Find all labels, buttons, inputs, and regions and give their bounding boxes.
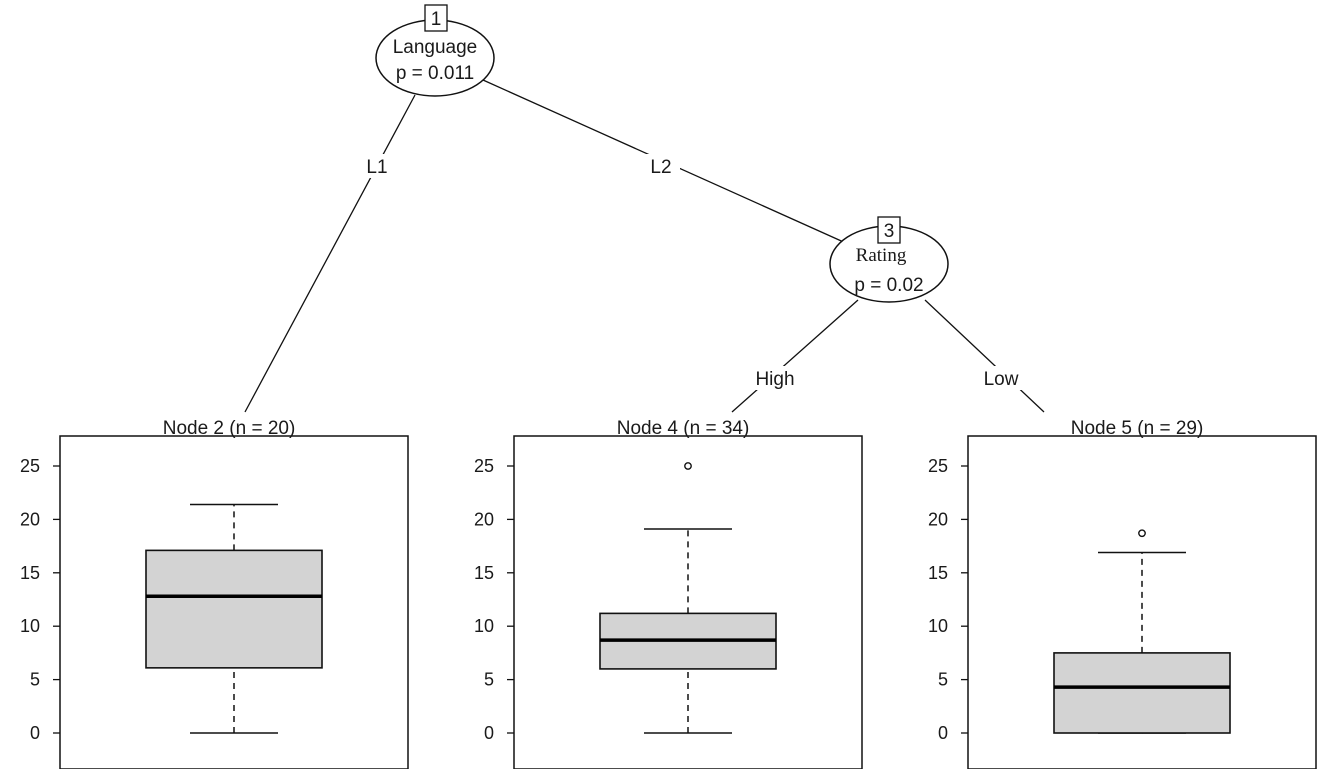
tree-edges xyxy=(244,79,1045,413)
outlier-point xyxy=(1138,529,1146,538)
edge-label-low: Low xyxy=(977,366,1025,390)
edge-label-text: L2 xyxy=(650,157,671,178)
edge-label-text: High xyxy=(755,369,794,390)
y-tick-label: 15 xyxy=(928,563,948,583)
y-tick-label: 5 xyxy=(484,670,494,690)
node-p-value: p = 0.02 xyxy=(854,275,923,296)
y-tick-label: 20 xyxy=(474,509,494,529)
node-id: 1 xyxy=(431,9,442,30)
node-id-box xyxy=(424,4,448,32)
y-tick-label: 5 xyxy=(938,670,948,690)
y-tick-label: 20 xyxy=(20,509,40,529)
edge-label-text: L1 xyxy=(366,157,387,178)
terminal-node-4-panel: Node 4 (n = 34) 0 5 10 15 20 25 xyxy=(474,418,863,769)
outlier-point xyxy=(684,462,692,470)
y-tick-label: 10 xyxy=(474,616,494,636)
inner-node-3: 3 Rating p = 0.02 xyxy=(829,216,949,303)
box-iqr xyxy=(145,549,323,669)
panel-frame xyxy=(967,435,1317,769)
edge-label-high: High xyxy=(749,366,801,390)
panel-title: Node 4 (n = 34) xyxy=(617,418,750,439)
edge-1-2 xyxy=(244,94,416,413)
edge-3-5 xyxy=(924,299,1045,413)
node-variable: Rating xyxy=(856,245,907,266)
node-id-box xyxy=(877,216,901,244)
node-variable: Language xyxy=(393,37,478,58)
node-p-value: p = 0.011 xyxy=(396,63,474,84)
box-iqr xyxy=(1053,652,1231,734)
y-tick-label: 0 xyxy=(30,723,40,743)
y-tick-label: 10 xyxy=(928,616,948,636)
panel-frame xyxy=(59,435,409,769)
inner-node-1: 1 Language p = 0.011 xyxy=(375,4,495,97)
y-tick-label: 20 xyxy=(928,509,948,529)
edge-label-l2: L2 xyxy=(642,154,680,178)
node-id: 3 xyxy=(884,221,895,242)
edge-label-text: Low xyxy=(984,369,1019,390)
y-tick-label: 15 xyxy=(20,563,40,583)
y-tick-label: 0 xyxy=(484,723,494,743)
y-tick-label: 10 xyxy=(20,616,40,636)
terminal-node-5-panel: Node 5 (n = 29) 0 5 10 15 20 25 xyxy=(928,418,1317,769)
y-tick-label: 25 xyxy=(20,456,40,476)
terminal-node-2-panel: Node 2 (n = 20) 0 5 10 15 20 25 xyxy=(20,418,409,769)
y-tick-label: 0 xyxy=(938,723,948,743)
y-tick-label: 25 xyxy=(928,456,948,476)
edge-3-4 xyxy=(731,299,859,413)
edge-label-l1: L1 xyxy=(360,154,394,178)
y-tick-label: 15 xyxy=(474,563,494,583)
y-tick-label: 5 xyxy=(30,670,40,690)
panel-title: Node 5 (n = 29) xyxy=(1071,418,1204,439)
panel-frame xyxy=(513,435,863,769)
y-tick-label: 25 xyxy=(474,456,494,476)
panel-title: Node 2 (n = 20) xyxy=(163,418,296,439)
